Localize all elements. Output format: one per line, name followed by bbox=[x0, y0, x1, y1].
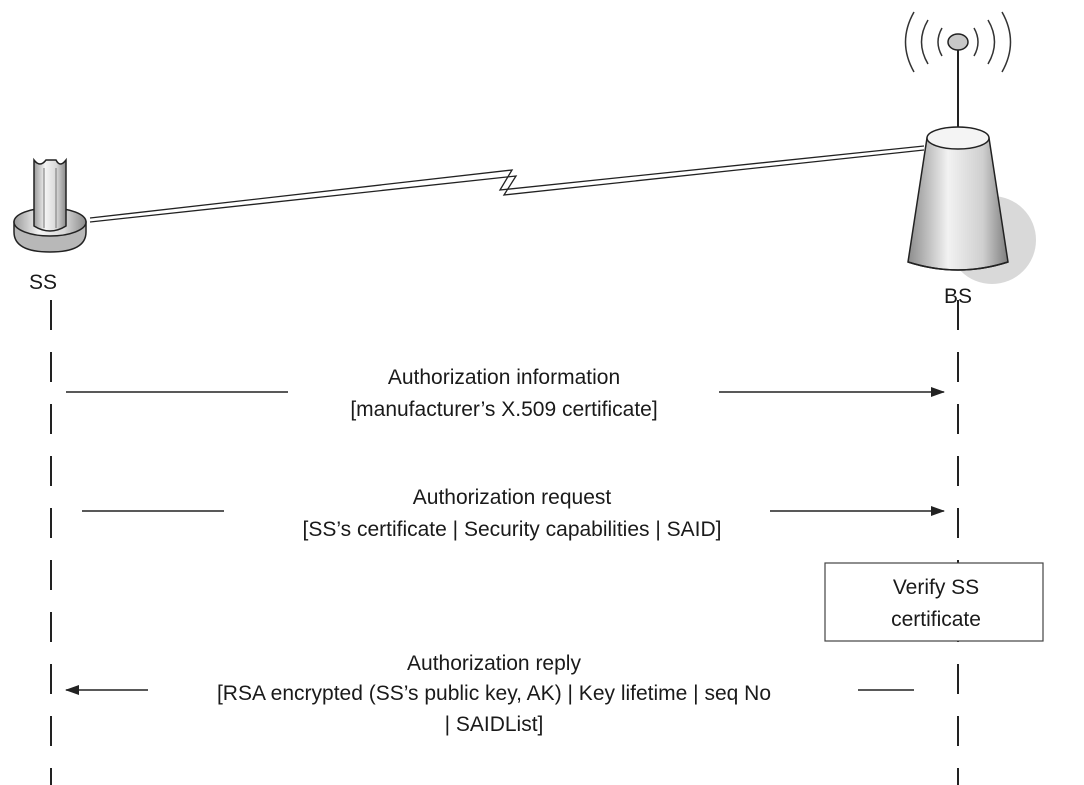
verify-box-line1: Verify SS bbox=[893, 576, 979, 599]
message-2-title: Authorization request bbox=[413, 486, 612, 509]
message-3-detail: [RSA encrypted (SS’s public key, AK) | K… bbox=[217, 682, 771, 705]
message-1-detail: [manufacturer’s X.509 certificate] bbox=[350, 398, 657, 421]
verify-ss-certificate-box: Verify SS certificate bbox=[824, 562, 1044, 642]
wireless-link-icon bbox=[89, 145, 925, 223]
message-3-detail-continued: | SAIDList] bbox=[445, 713, 544, 736]
radio-waves-icon bbox=[904, 11, 1012, 73]
message-authorization-information: Authorization information [manufacturer’… bbox=[66, 366, 945, 421]
base-station-tower-icon bbox=[907, 33, 1036, 284]
message-authorization-request: Authorization request [SS’s certificate … bbox=[82, 486, 945, 541]
message-1-title: Authorization information bbox=[388, 366, 620, 389]
verify-box-line2: certificate bbox=[891, 608, 981, 631]
message-2-detail: [SS’s certificate | Security capabilitie… bbox=[302, 518, 721, 541]
message-3-title: Authorization reply bbox=[407, 652, 581, 675]
message-authorization-reply: Authorization reply [RSA encrypted (SS’s… bbox=[65, 652, 914, 736]
bs-label: BS bbox=[944, 285, 972, 308]
subscriber-station-icon bbox=[13, 157, 87, 253]
ss-label: SS bbox=[29, 271, 57, 294]
